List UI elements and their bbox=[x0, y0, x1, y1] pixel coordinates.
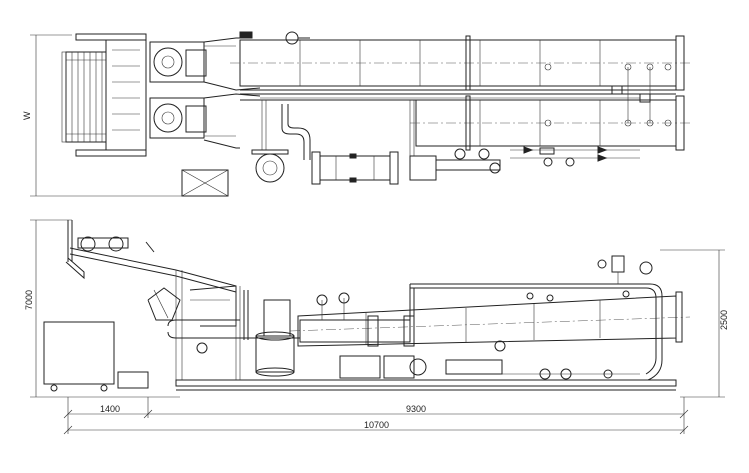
plan-outlet-valves bbox=[510, 146, 640, 167]
width-dimension: W bbox=[22, 34, 185, 197]
fan-assembly bbox=[65, 220, 237, 380]
inclined-duct bbox=[289, 291, 691, 347]
dim-label-9300: 9300 bbox=[406, 404, 426, 414]
elev-exchanger bbox=[299, 292, 506, 379]
plan-control-box bbox=[181, 169, 229, 197]
plan-elbow bbox=[285, 31, 310, 45]
plan-view: W bbox=[22, 31, 690, 197]
height-label-left: 7000 bbox=[24, 290, 34, 310]
plan-pipes bbox=[240, 63, 676, 160]
dim-label-10700: 10700 bbox=[364, 420, 389, 430]
elevation-view: 7000 2500 bbox=[24, 219, 729, 435]
height-label-right: 2500 bbox=[719, 310, 729, 330]
elev-height-dimension-left: 7000 bbox=[24, 219, 180, 398]
elev-valve-gauge bbox=[597, 255, 653, 284]
filter-frame bbox=[61, 33, 147, 157]
base-frame bbox=[175, 286, 677, 391]
twin-pump-motors bbox=[149, 41, 236, 139]
elev-height-dimension-right: 2500 bbox=[660, 249, 729, 398]
electrical-cabinet bbox=[43, 321, 149, 392]
heater-vessel bbox=[255, 299, 295, 377]
elev-piping bbox=[167, 283, 663, 381]
plan-pump-exchanger bbox=[251, 148, 501, 185]
plan-transition bbox=[203, 31, 261, 149]
plan-duct-upper bbox=[230, 35, 690, 91]
horizontal-dimensions: 1400 9300 10700 bbox=[63, 397, 689, 435]
dim-label-1400: 1400 bbox=[100, 404, 120, 414]
width-label: W bbox=[22, 111, 32, 120]
plan-duct-lower bbox=[410, 95, 690, 151]
